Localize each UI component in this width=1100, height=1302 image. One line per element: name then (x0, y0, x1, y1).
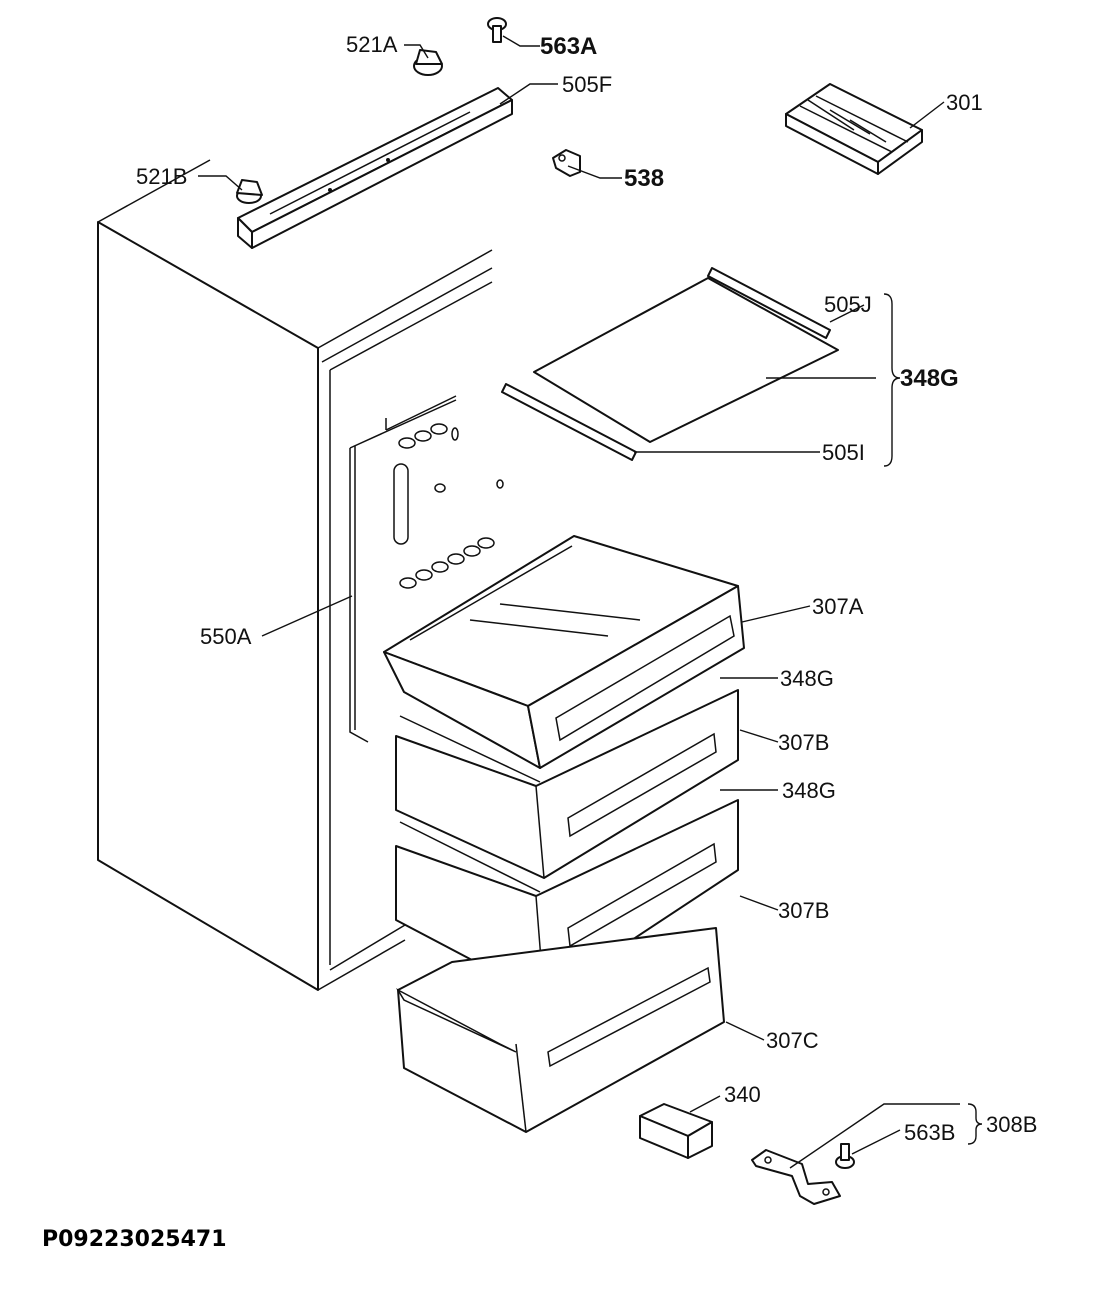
callout-348g-top: 348G (900, 365, 959, 392)
callout-301: 301 (946, 90, 983, 115)
callout-307b-upper: 307B (778, 730, 829, 755)
callout-348g-low: 348G (782, 778, 836, 803)
leader-lines (198, 35, 960, 1169)
callout-521a: 521A (346, 32, 398, 57)
ice-tray-301 (785, 83, 923, 175)
hinge-cap-521b (236, 179, 263, 204)
callout-348g-mid: 348G (780, 666, 834, 691)
drawer-307b-lower (395, 799, 739, 999)
glass-shelf-assembly (501, 267, 839, 461)
drawer-307a (383, 535, 745, 769)
screw-563a (487, 17, 507, 43)
reference-code: P09223025471 (42, 1227, 227, 1252)
callout-505j: 505J (824, 292, 872, 317)
callout-307b-lower: 307B (778, 898, 829, 923)
callout-308b: 308B (986, 1112, 1037, 1137)
callout-340: 340 (724, 1082, 761, 1107)
braces (883, 293, 983, 1145)
callout-505f: 505F (562, 72, 612, 97)
latch-538 (552, 149, 581, 177)
callout-307a: 307A (812, 594, 864, 619)
cabinet-body (97, 159, 493, 991)
callout-505i: 505I (822, 440, 865, 465)
hinge-bracket-308b (751, 1149, 841, 1205)
screw-563b (835, 1143, 855, 1169)
inner-liner (349, 395, 457, 743)
top-rail (237, 87, 513, 249)
callout-538: 538 (624, 165, 664, 192)
callout-labels: 521A 563A 505F 301 521B 538 505J 348G 50… (136, 32, 1037, 1145)
callout-550a: 550A (200, 624, 252, 649)
control-panel-cutouts (393, 423, 504, 589)
callout-563a: 563A (540, 33, 597, 60)
callout-307c: 307C (766, 1028, 819, 1053)
box-340 (639, 1103, 713, 1159)
callout-521b: 521B (136, 164, 187, 189)
drawer-307b-upper (395, 689, 739, 879)
callout-563b: 563B (904, 1120, 955, 1145)
drawer-307c (395, 927, 725, 1133)
hinge-cap-521a (413, 49, 443, 76)
